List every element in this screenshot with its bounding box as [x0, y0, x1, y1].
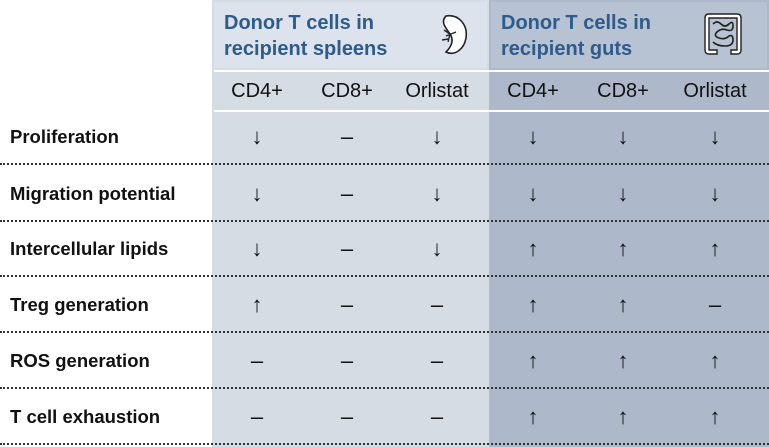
up-arrow-icon: ↑ — [527, 348, 539, 373]
row-separator — [0, 387, 769, 389]
spleen-panel — [212, 0, 489, 447]
column-header: CD8+ — [597, 80, 649, 102]
no-change-dash: – — [340, 181, 354, 206]
down-arrow-icon: ↓ — [709, 124, 721, 149]
column-header: Orlistat — [405, 80, 469, 102]
row-label: T cell exhaustion — [10, 406, 161, 427]
row-label: Treg generation — [10, 294, 149, 315]
up-arrow-icon: ↑ — [709, 348, 721, 373]
column-header-divider — [214, 110, 769, 112]
down-arrow-icon: ↓ — [431, 124, 443, 149]
down-arrow-icon: ↓ — [431, 181, 443, 206]
column-header: CD4+ — [507, 80, 559, 102]
down-arrow-icon: ↓ — [527, 124, 539, 149]
gut-header: Donor T cells in recipient guts — [491, 2, 767, 68]
down-arrow-icon: ↓ — [251, 236, 263, 261]
up-arrow-icon: ↑ — [527, 404, 539, 429]
down-arrow-icon: ↓ — [617, 124, 629, 149]
spleen-icon — [441, 14, 468, 54]
down-arrow-icon: ↓ — [251, 124, 263, 149]
no-change-dash: – — [340, 236, 354, 261]
gut-header-title: Donor T cells in recipient guts — [501, 12, 652, 60]
gut-panel — [489, 0, 769, 447]
row-separator — [0, 331, 769, 333]
row-separator — [0, 220, 769, 222]
spleen-header-title: Donor T cells in recipient spleens — [224, 12, 388, 60]
down-arrow-icon: ↓ — [251, 181, 263, 206]
no-change-dash: – — [340, 348, 354, 373]
no-change-dash: – — [430, 292, 444, 317]
no-change-dash: – — [708, 292, 722, 317]
intestine-icon — [704, 13, 742, 55]
row-separator — [0, 163, 769, 165]
no-change-dash: – — [430, 404, 444, 429]
down-arrow-icon: ↓ — [527, 181, 539, 206]
up-arrow-icon: ↑ — [617, 292, 629, 317]
row-separator — [0, 275, 769, 277]
down-arrow-icon: ↓ — [431, 236, 443, 261]
up-arrow-icon: ↑ — [527, 292, 539, 317]
no-change-dash: – — [340, 404, 354, 429]
up-arrow-icon: ↑ — [617, 404, 629, 429]
no-change-dash: – — [430, 348, 444, 373]
no-change-dash: – — [340, 292, 354, 317]
up-arrow-icon: ↑ — [251, 292, 263, 317]
no-change-dash: – — [250, 404, 264, 429]
row-label: Proliferation — [10, 126, 119, 147]
up-arrow-icon: ↑ — [709, 404, 721, 429]
row-label: Intercellular lipids — [10, 238, 169, 259]
down-arrow-icon: ↓ — [617, 181, 629, 206]
up-arrow-icon: ↑ — [617, 236, 629, 261]
up-arrow-icon: ↑ — [709, 236, 721, 261]
header-divider — [214, 70, 769, 72]
row-label: ROS generation — [10, 350, 150, 371]
row-label: Migration potential — [10, 183, 176, 204]
column-header: CD8+ — [321, 80, 373, 102]
up-arrow-icon: ↑ — [617, 348, 629, 373]
down-arrow-icon: ↓ — [709, 181, 721, 206]
no-change-dash: – — [250, 348, 264, 373]
column-header: CD4+ — [231, 80, 283, 102]
row-separator — [0, 443, 769, 445]
up-arrow-icon: ↑ — [527, 236, 539, 261]
column-header: Orlistat — [683, 80, 747, 102]
spleen-header: Donor T cells in recipient spleens — [214, 2, 487, 68]
no-change-dash: – — [340, 124, 354, 149]
